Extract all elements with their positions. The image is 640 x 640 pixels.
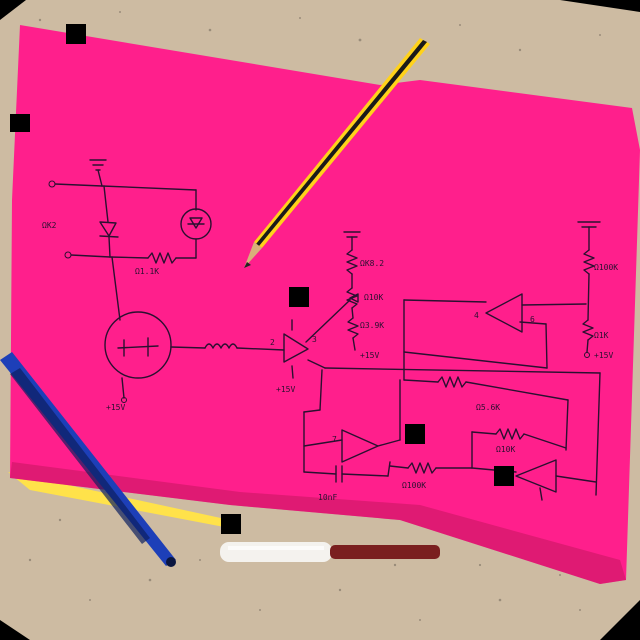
label-8-2k: ΩK8.2 bbox=[360, 259, 384, 268]
label-2k: ΩK2 bbox=[42, 221, 57, 230]
label-1-1k: Ω1.1K bbox=[135, 267, 159, 276]
yellow-pencil bbox=[244, 38, 430, 268]
label-1k: Ω1K bbox=[594, 331, 609, 340]
label-10k-b: Ω10K bbox=[496, 445, 515, 454]
label-100k-b: Ω100K bbox=[402, 481, 426, 490]
label-15v-a: +15V bbox=[360, 351, 379, 360]
label-10nf: 10nF bbox=[318, 493, 337, 502]
label-100k-a: Ω100K bbox=[594, 263, 618, 272]
label-15v-d: +15V bbox=[594, 351, 613, 360]
blue-pen bbox=[0, 352, 176, 567]
paper-shade bbox=[10, 462, 626, 584]
schematic-labels: ΩK2 Ω1.1K ΩK8.2 Ω10K Ω3.9K +15V +15V +15… bbox=[42, 221, 618, 502]
corner-bottom-right bbox=[600, 600, 640, 640]
label-15v-c: +15V bbox=[276, 385, 295, 394]
circuit-schematic bbox=[48, 159, 601, 501]
pin-2: 2 bbox=[270, 338, 275, 347]
corner-top-left bbox=[0, 0, 26, 20]
pin-3: 3 bbox=[312, 335, 317, 344]
corner-top-right bbox=[560, 0, 640, 12]
label-10k-pot: Ω10K bbox=[364, 293, 383, 302]
corner-bottom-left bbox=[0, 620, 30, 640]
pin-6: 6 bbox=[530, 315, 535, 324]
label-15v-b: +15V bbox=[106, 403, 125, 412]
white-marker bbox=[220, 542, 440, 562]
pin-7: 7 bbox=[332, 435, 337, 444]
label-3-9k: Ω3.9K bbox=[360, 321, 384, 330]
label-5-6k: Ω5.6K bbox=[476, 403, 500, 412]
pin-4: 4 bbox=[474, 311, 479, 320]
pink-paper-sheet bbox=[10, 25, 640, 584]
table-speckles bbox=[28, 11, 601, 621]
redaction-marks bbox=[10, 24, 514, 534]
